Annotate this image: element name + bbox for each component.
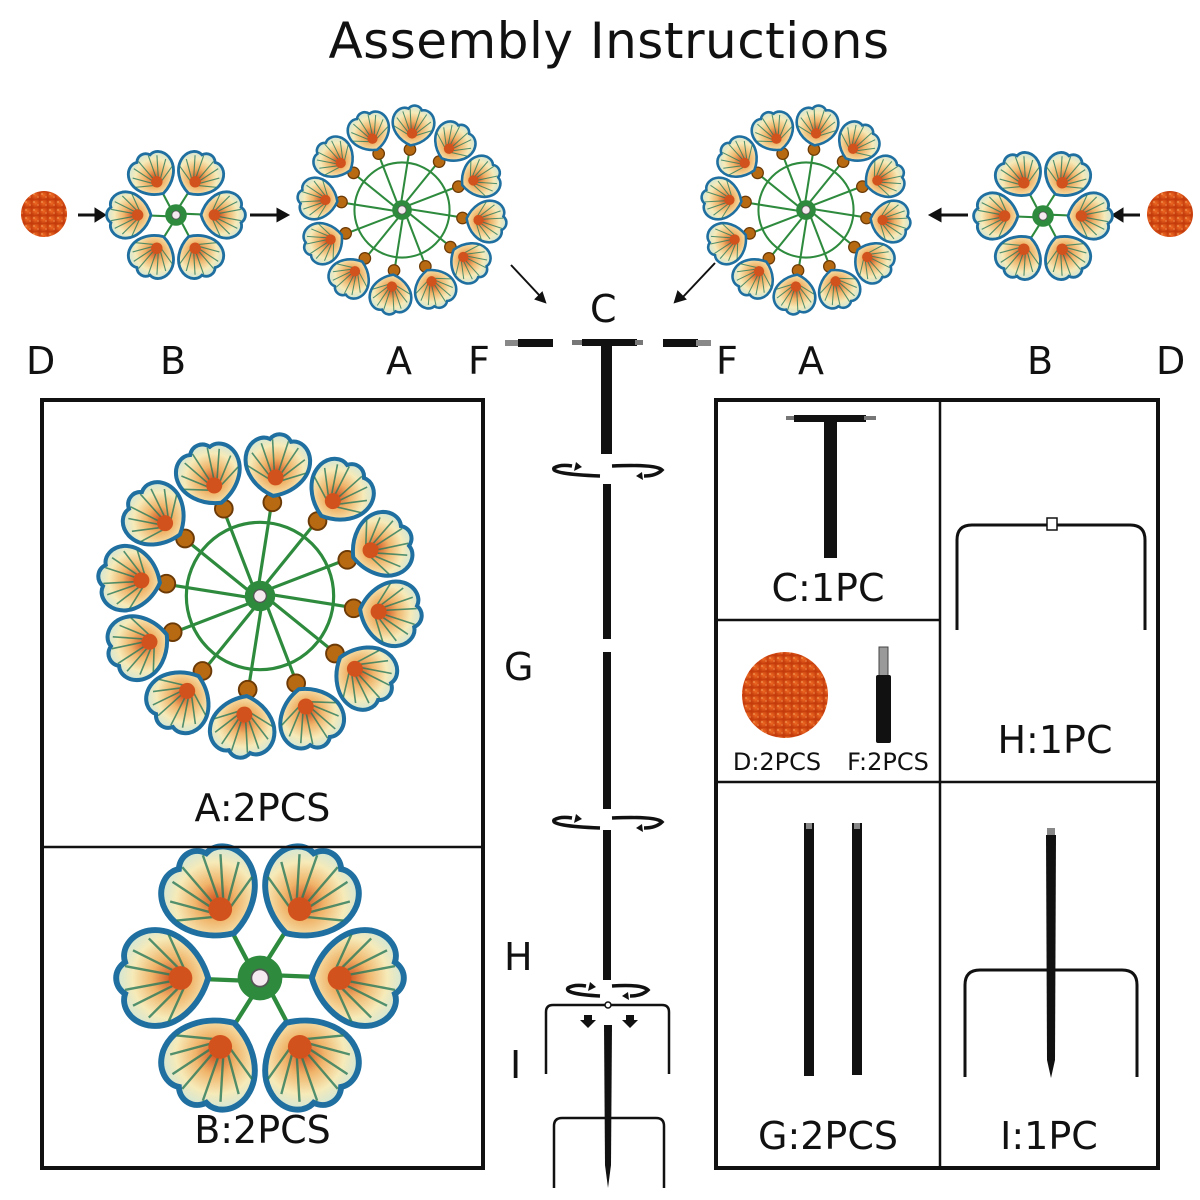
tbar-c-assembly <box>572 339 643 454</box>
connector-f-left <box>505 339 553 347</box>
caption-part-g: G:2PCS <box>758 1114 898 1158</box>
flower-a-top-right <box>697 101 915 319</box>
arrow-a-to-c-left <box>510 264 547 304</box>
label-g: G <box>504 645 534 689</box>
flower-b-top-left <box>105 141 247 289</box>
caption-part-c: C:1PC <box>771 566 885 610</box>
stake-i-part <box>963 828 1139 1078</box>
flower-a-part <box>94 430 426 762</box>
cap-d-part <box>742 652 828 738</box>
down-arrows <box>580 1015 638 1028</box>
caption-part-a: A:2PCS <box>194 786 331 830</box>
flower-b-part <box>116 829 404 1126</box>
caption-part-i: I:1PC <box>1000 1114 1098 1158</box>
right-panel <box>714 398 1160 1170</box>
rod-h-assembly <box>603 830 611 980</box>
connector-f-right <box>663 339 711 347</box>
arrow-b-to-a-right <box>927 207 968 223</box>
flower-b-top-right <box>972 142 1114 290</box>
label-d-right: D <box>1156 339 1186 383</box>
rod-g-lower-assembly <box>603 652 611 809</box>
arrow-b-to-a-left <box>250 207 291 223</box>
label-b-left: B <box>160 339 187 383</box>
label-a-right: A <box>798 339 824 383</box>
twist-arrow-middle <box>552 814 665 832</box>
left-panel <box>40 398 485 1170</box>
rod-g-upper-assembly <box>603 484 611 639</box>
page-title: Assembly Instructions <box>328 12 890 70</box>
arrow-d-to-b-right <box>1111 207 1140 223</box>
twist-arrow-bottom <box>565 982 651 1000</box>
label-h: H <box>504 935 533 979</box>
pin-f-part <box>876 646 891 743</box>
label-d-left: D <box>26 339 56 383</box>
flower-a-top-left <box>293 101 511 319</box>
caption-part-h: H:1PC <box>997 718 1113 762</box>
cap-d-left <box>21 191 67 237</box>
caption-part-d: D:2PCS <box>732 748 822 776</box>
label-i: I <box>510 1043 522 1087</box>
cap-d-right <box>1147 191 1193 237</box>
stake-i-assembly <box>552 1025 666 1188</box>
arrow-d-to-b-left <box>78 207 107 223</box>
label-a-left: A <box>386 339 412 383</box>
label-f-left: F <box>468 339 490 383</box>
twist-arrow-top <box>552 462 665 480</box>
bracket-h-part <box>955 517 1147 630</box>
rods-g-part <box>804 823 862 1076</box>
caption-part-f: F:2PCS <box>847 748 929 776</box>
label-b-right: B <box>1027 339 1054 383</box>
arrow-a-to-c-right <box>673 262 716 304</box>
label-c: C <box>590 287 617 331</box>
caption-part-b: B:2PCS <box>194 1108 331 1152</box>
label-f-right: F <box>716 339 738 383</box>
tbar-c-part <box>786 415 876 558</box>
